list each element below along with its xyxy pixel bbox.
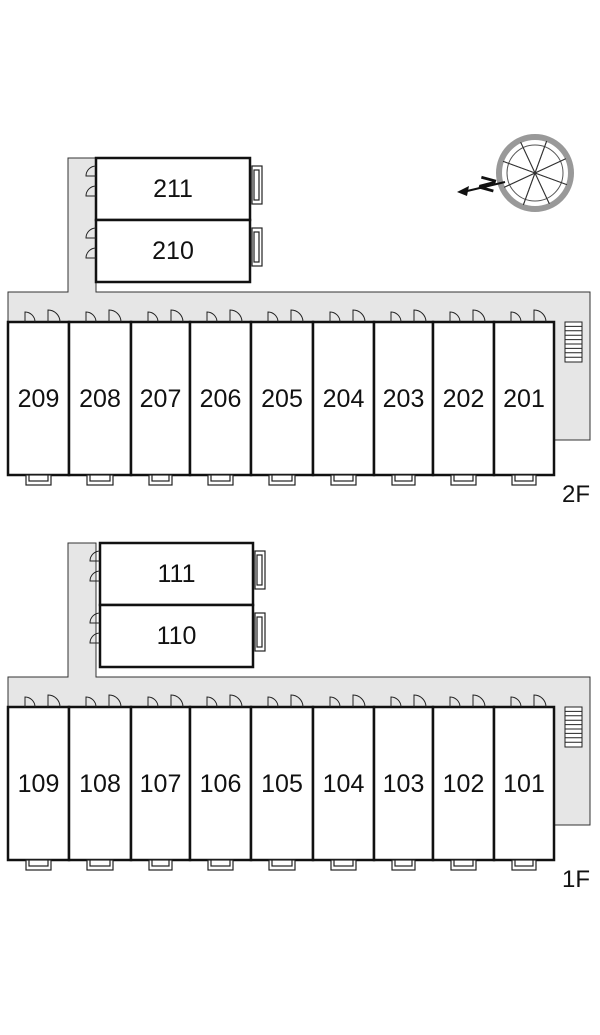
floor-label: 2F xyxy=(562,481,590,508)
room-number: 104 xyxy=(323,770,365,798)
stairs-icon xyxy=(564,321,583,363)
door-icon xyxy=(533,309,547,323)
door-icon xyxy=(89,570,101,582)
door-icon xyxy=(85,311,97,323)
door-icon xyxy=(47,309,61,323)
room-204: 204 xyxy=(311,309,376,486)
room-103: 103 xyxy=(372,694,435,871)
door-icon xyxy=(108,694,122,708)
door-icon xyxy=(85,165,97,177)
room-number: 202 xyxy=(443,385,485,413)
compass-icon: N xyxy=(457,134,574,212)
room-210: 210 xyxy=(85,218,263,284)
room-209: 209 xyxy=(6,309,71,486)
door-icon xyxy=(206,696,218,708)
door-icon xyxy=(89,632,101,644)
door-icon xyxy=(170,309,184,323)
room-111: 111 xyxy=(89,541,266,607)
door-icon xyxy=(472,309,486,323)
room-102: 102 xyxy=(431,694,496,871)
room-208: 208 xyxy=(67,309,133,486)
room-number: 103 xyxy=(383,770,425,798)
door-icon xyxy=(47,694,61,708)
door-icon xyxy=(89,612,101,624)
room-number: 209 xyxy=(18,385,60,413)
door-icon xyxy=(352,309,366,323)
room-number: 205 xyxy=(261,385,303,413)
room-number: 201 xyxy=(503,385,545,413)
door-icon xyxy=(533,694,547,708)
room-211: 211 xyxy=(85,156,263,222)
door-icon xyxy=(267,696,279,708)
room-number: 204 xyxy=(323,385,365,413)
room-number: 106 xyxy=(200,770,242,798)
door-icon xyxy=(390,311,402,323)
door-icon xyxy=(472,694,486,708)
door-icon xyxy=(229,309,243,323)
room-number: 208 xyxy=(79,385,121,413)
door-icon xyxy=(329,696,341,708)
room-number: 105 xyxy=(261,770,303,798)
room-110: 110 xyxy=(89,603,266,669)
floor-1f: 111 110 109 108 107 106 105 104 103 102 101 1F xyxy=(6,541,591,893)
door-icon xyxy=(147,696,159,708)
door-icon xyxy=(170,694,184,708)
room-101: 101 xyxy=(492,694,556,871)
door-icon xyxy=(85,227,97,239)
door-icon xyxy=(108,309,122,323)
room-number: 206 xyxy=(200,385,242,413)
room-202: 202 xyxy=(431,309,496,486)
room-105: 105 xyxy=(249,694,315,871)
room-number: 102 xyxy=(443,770,485,798)
door-icon xyxy=(85,185,97,197)
door-icon xyxy=(147,311,159,323)
north-letter: N xyxy=(473,173,501,195)
door-icon xyxy=(85,247,97,259)
door-icon xyxy=(413,309,427,323)
room-201: 201 xyxy=(492,309,556,486)
room-number: 101 xyxy=(503,770,545,798)
door-icon xyxy=(290,694,304,708)
room-number: 210 xyxy=(152,237,194,265)
room-number: 107 xyxy=(140,770,182,798)
room-206: 206 xyxy=(188,309,253,486)
room-number: 110 xyxy=(157,622,197,650)
door-icon xyxy=(229,694,243,708)
door-icon xyxy=(206,311,218,323)
door-icon xyxy=(290,309,304,323)
stairs-icon xyxy=(564,706,583,748)
door-icon xyxy=(267,311,279,323)
room-number: 108 xyxy=(79,770,121,798)
room-207: 207 xyxy=(129,309,192,486)
door-icon xyxy=(413,694,427,708)
floor-label: 1F xyxy=(562,866,590,893)
door-icon xyxy=(24,311,36,323)
door-icon xyxy=(329,311,341,323)
door-icon xyxy=(510,311,522,323)
room-number: 203 xyxy=(383,385,425,413)
door-icon xyxy=(352,694,366,708)
room-number: 211 xyxy=(153,175,193,203)
room-205: 205 xyxy=(249,309,315,486)
room-107: 107 xyxy=(129,694,192,871)
door-icon xyxy=(24,696,36,708)
room-203: 203 xyxy=(372,309,435,486)
door-icon xyxy=(390,696,402,708)
room-104: 104 xyxy=(311,694,376,871)
room-number: 109 xyxy=(18,770,60,798)
door-icon xyxy=(85,696,97,708)
room-108: 108 xyxy=(67,694,133,871)
door-icon xyxy=(510,696,522,708)
room-number: 207 xyxy=(140,385,182,413)
room-number: 111 xyxy=(157,560,195,588)
door-icon xyxy=(449,696,461,708)
door-icon xyxy=(449,311,461,323)
room-109: 109 xyxy=(6,694,71,871)
door-icon xyxy=(89,550,101,562)
room-106: 106 xyxy=(188,694,253,871)
floor-2f: 211 210 209 208 207 206 205 204 203 202 201 2F xyxy=(6,156,591,508)
